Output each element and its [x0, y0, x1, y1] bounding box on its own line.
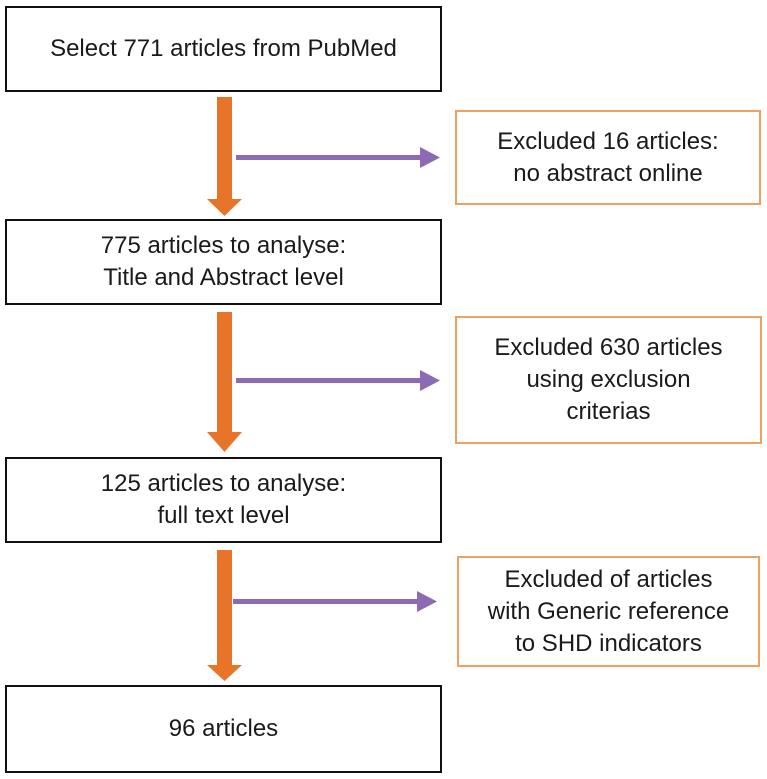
exclusion-box-1: Excluded 16 articles: no abstract online [455, 110, 761, 205]
exclusion-box-2: Excluded 630 articles using exclusion cr… [455, 316, 762, 444]
exclusion-3-line-2: with Generic reference [487, 597, 730, 625]
step-box-1: Select 771 articles from PubMed [5, 6, 442, 92]
down-arrow-1 [207, 97, 242, 216]
exclusion-3-line-3: to SHD indicators [515, 629, 702, 657]
down-arrow-2 [207, 312, 242, 452]
step-1-line-1: Select 771 articles from PubMed [50, 35, 397, 62]
side-arrow-1 [236, 147, 440, 168]
exclusion-1-line-2: no abstract online [513, 159, 703, 187]
exclusion-2-line-2: using exclusion [526, 366, 691, 393]
step-box-2: 775 articles to analyse: Title and Abstr… [5, 219, 442, 305]
step-4-line-1: 96 articles [168, 715, 279, 742]
step-3-line-1: 125 articles to analyse: [100, 470, 347, 497]
step-box-4: 96 articles [5, 685, 442, 773]
exclusion-2-line-3: criterias [566, 398, 651, 425]
step-2-line-1: 775 articles to analyse: [100, 232, 347, 259]
exclusion-1-line-1: Excluded 16 articles: [497, 127, 719, 155]
down-arrow-3 [207, 550, 242, 681]
side-arrow-3 [233, 591, 437, 612]
side-arrow-2 [236, 370, 440, 391]
exclusion-box-3: Excluded of articles with Generic refere… [457, 556, 760, 667]
exclusion-3-line-1: Excluded of articles [504, 565, 713, 593]
exclusion-2-line-1: Excluded 630 articles [494, 334, 723, 361]
step-3-line-2: full text level [157, 502, 290, 529]
step-box-3: 125 articles to analyse: full text level [5, 457, 442, 543]
step-2-line-2: Title and Abstract level [103, 264, 344, 291]
